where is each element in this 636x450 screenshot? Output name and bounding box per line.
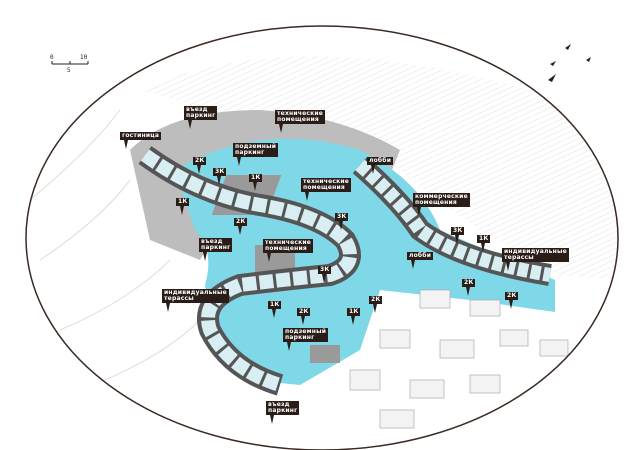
label-unit-3k: 3К: [451, 227, 465, 244]
label-unit-2k: 2К: [234, 218, 248, 235]
scale-label-0: 0: [50, 54, 54, 61]
label-lobby: лобби: [407, 252, 434, 269]
birds-icon: [548, 44, 591, 82]
label-technical: технические помещения: [263, 239, 314, 262]
building-north-roof: [140, 149, 357, 392]
label-technical: технические помещения: [275, 110, 326, 133]
parking-block: [310, 345, 340, 363]
terrain-lines: [29, 109, 201, 391]
scale-bar: [51, 61, 89, 65]
scale-label-10: 10: [80, 54, 88, 61]
label-terraces: индивидуальные терассы: [502, 248, 569, 271]
label-unit-1k: 1К: [249, 174, 263, 191]
label-underground-parking: подземный паркинг: [233, 143, 279, 166]
label-unit-2k: 2К: [297, 308, 311, 325]
label-underground-parking: подземный паркинг: [283, 328, 329, 351]
label-unit-3k: 3К: [318, 266, 332, 283]
label-entry-parking: въезд паркинг: [184, 106, 218, 129]
label-lobby: лобби: [367, 157, 394, 174]
label-unit-1k: 1К: [176, 198, 190, 215]
label-unit-2k: 2К: [505, 292, 519, 309]
label-technical: технические помещения: [301, 178, 352, 201]
label-unit-3k: 3К: [213, 168, 227, 185]
label-unit-1k: 1К: [477, 235, 491, 252]
label-commercial: коммерческие помещения: [413, 193, 470, 216]
label-unit-2k: 2К: [369, 296, 383, 313]
label-entry-parking: въезд паркинг: [199, 238, 233, 261]
label-unit-1k: 1К: [268, 301, 282, 318]
town-buildings: [349, 289, 569, 429]
scale-label-5: 5: [67, 67, 71, 74]
label-unit-3k: 3К: [335, 213, 349, 230]
label-entry-parking: въезд паркинг: [266, 401, 300, 424]
label-terraces: индивидуальные терассы: [162, 289, 229, 312]
label-unit-2k: 2К: [193, 157, 207, 174]
building-east-roof: [355, 159, 552, 282]
label-unit-2k: 2К: [462, 279, 476, 296]
label-hotel: гостиница: [120, 132, 162, 149]
site-boundary: [25, 25, 619, 450]
label-unit-1k: 1К: [347, 308, 361, 325]
